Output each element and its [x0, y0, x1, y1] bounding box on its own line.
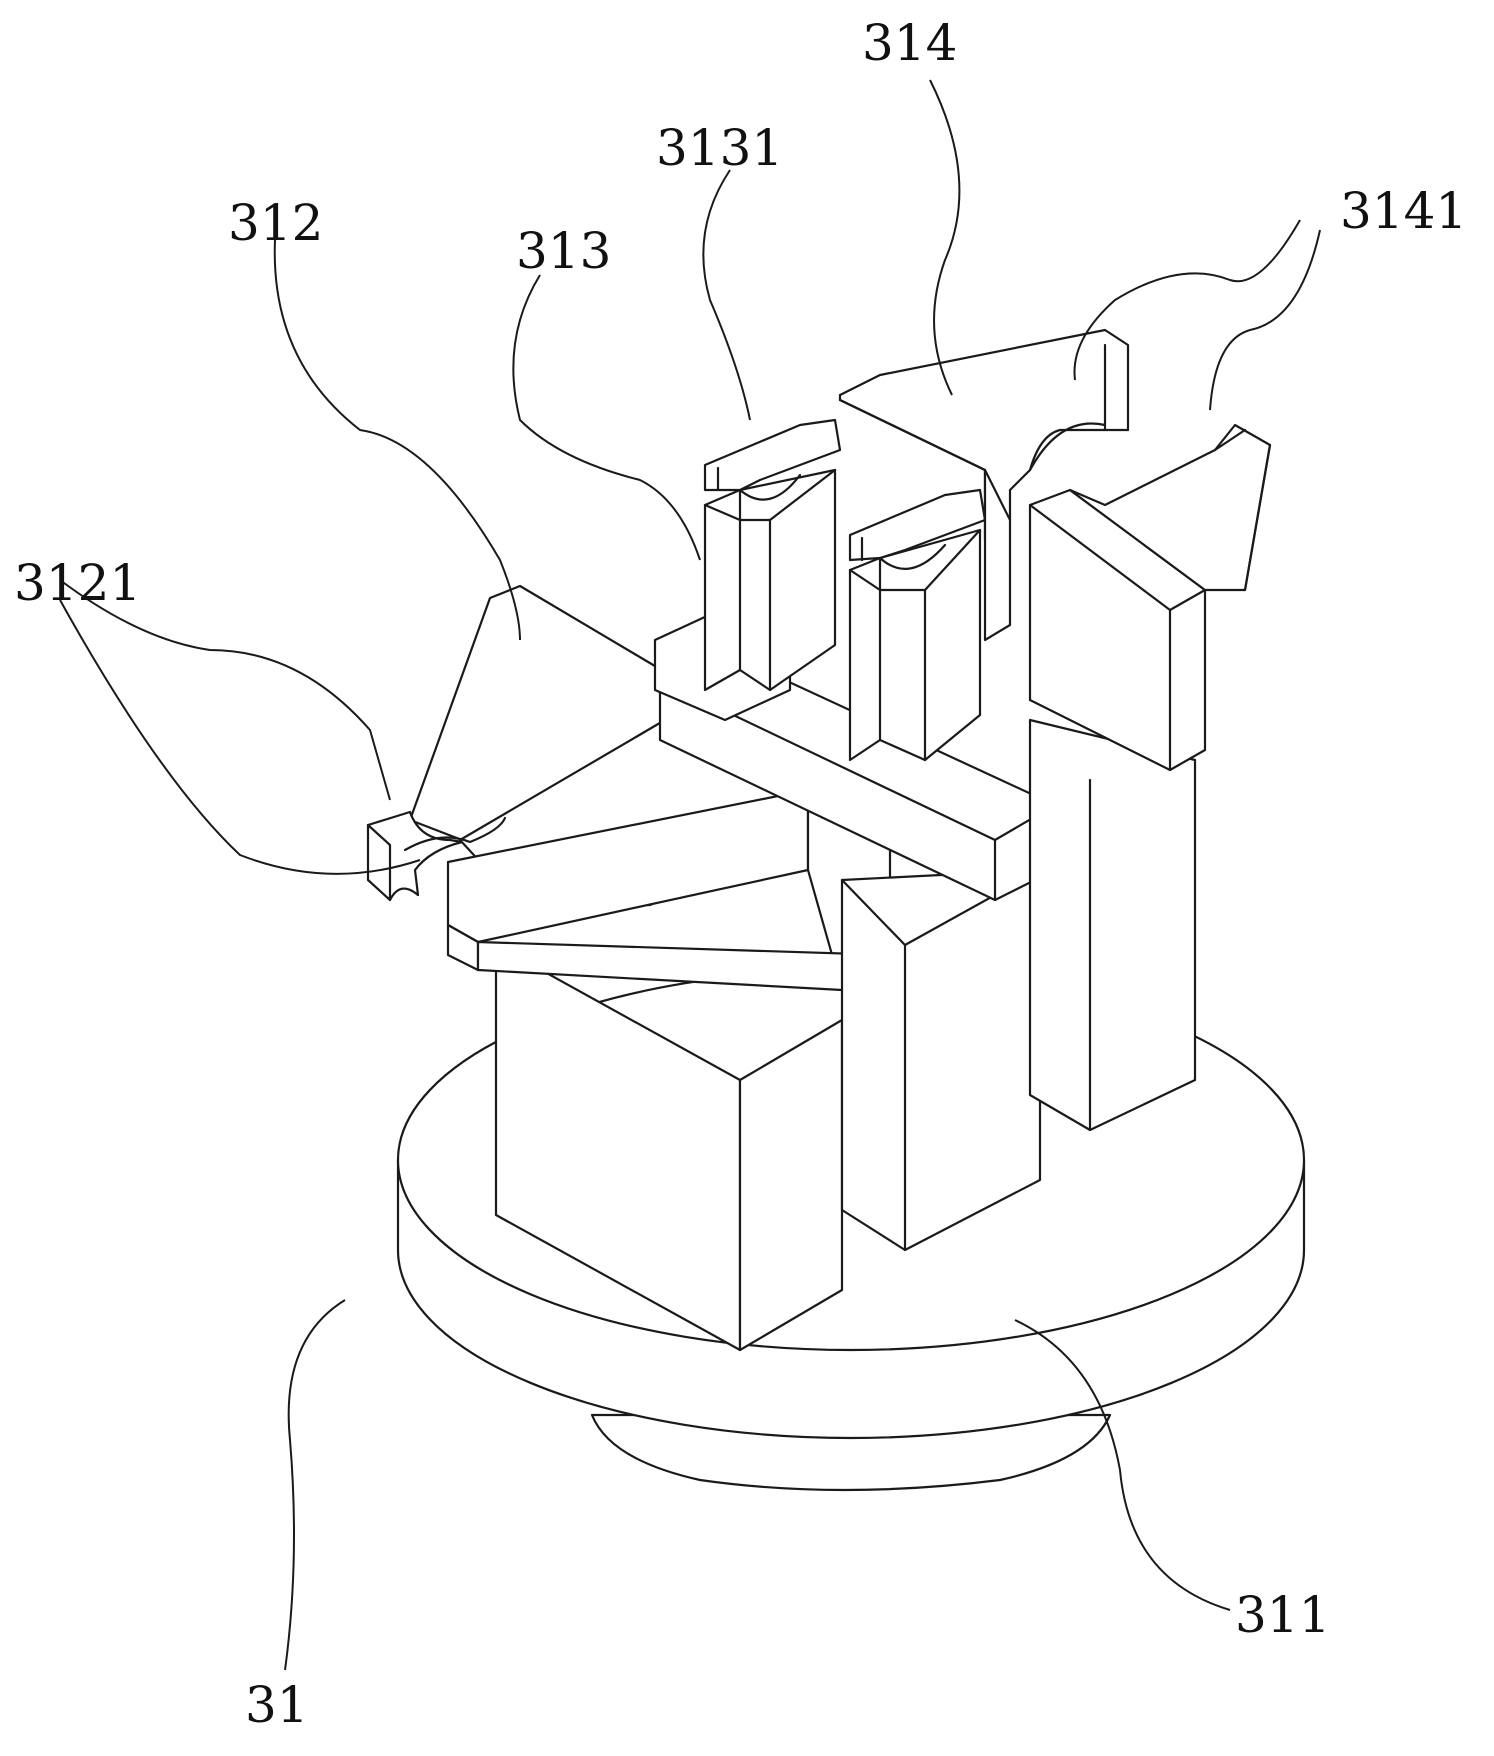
right-gripper-assembly [1030, 425, 1270, 1130]
label-3121: 3121 [14, 554, 141, 612]
label-3131: 3131 [656, 119, 783, 177]
label-314: 314 [862, 14, 957, 72]
label-31: 31 [245, 1676, 309, 1734]
label-312: 312 [228, 194, 323, 252]
label-311: 311 [1235, 1586, 1330, 1644]
label-313: 313 [516, 222, 611, 280]
label-3141: 3141 [1340, 182, 1467, 240]
